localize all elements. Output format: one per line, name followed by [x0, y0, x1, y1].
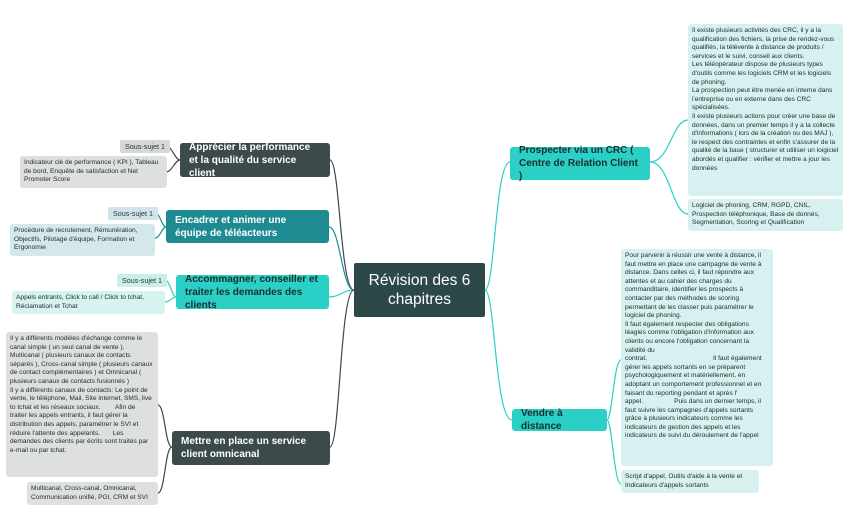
topic-encadrer-equipe[interactable]: Encadrer et animer une équipe de téléact… [166, 210, 329, 243]
detail-omnicanal: Il y a différents modèles d'échange comm… [6, 332, 158, 477]
detail-performance: Indicateur clé de performance ( KPI ), T… [20, 156, 167, 188]
keywords-vendre: Script d'appel, Outils d'aide à la vente… [621, 470, 759, 494]
central-topic[interactable]: Révision des 6 chapitres [354, 263, 485, 317]
subtopic-label[interactable]: Sous-sujet 1 [108, 207, 158, 220]
detail-prospecter: Il existe plusieurs activités des CRC, i… [688, 24, 843, 196]
topic-vendre-distance[interactable]: Vendre à distance [512, 408, 607, 432]
topic-omnicanal[interactable]: Mettre en place un service client omnica… [172, 431, 330, 465]
keywords-omnicanal: Multicanal, Cross-canal, Omnicanal, Comm… [27, 482, 158, 506]
subtopic-label[interactable]: Sous-sujet 1 [120, 140, 170, 153]
topic-performance-qualite[interactable]: Apprécier la performance et la qualité d… [180, 142, 330, 179]
detail-accompagner: Appels entrants, Click to call / Click t… [12, 291, 165, 315]
detail-vendre: Pour parvenir à réussir une vente à dist… [621, 249, 773, 466]
topic-accompagner-clients[interactable]: Accommagner, conseiller et traiter les d… [176, 274, 329, 311]
topic-prospecter-crc[interactable]: Prospecter via un CRC ( Centre de Relati… [510, 145, 650, 182]
detail-encadrer: Procédure de recrutement, Rémunération, … [10, 224, 155, 256]
subtopic-label[interactable]: Sous-sujet 1 [117, 274, 167, 287]
keywords-prospecter: Logiciel de phoning, CRM, RGPD, CNIL, Pr… [688, 199, 843, 231]
